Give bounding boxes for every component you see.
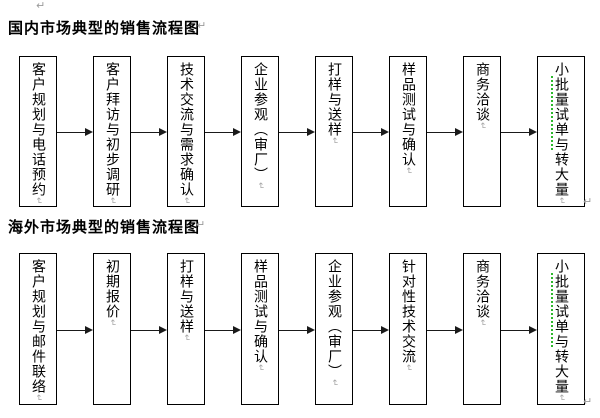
arrow-shaft bbox=[427, 330, 456, 331]
flow-step-box: 针对性技术交流↵ bbox=[389, 253, 427, 405]
flow-arrow bbox=[131, 326, 167, 335]
arrow-shaft bbox=[131, 330, 160, 331]
section-title-overseas: 海外市场典型的销售流程图 bbox=[8, 218, 201, 236]
arrow-shaft bbox=[353, 330, 382, 331]
arrowhead-icon bbox=[307, 326, 315, 334]
flow-step-box: 企业参观（审厂）↵ bbox=[241, 56, 279, 207]
step-text: 样品测试与确认↵ bbox=[252, 259, 268, 372]
flow-arrow bbox=[205, 326, 241, 335]
text-return-mark: ↵ bbox=[556, 197, 566, 205]
text-return-mark: ↵ bbox=[329, 379, 339, 387]
paragraph-mark: ↵ bbox=[583, 395, 593, 408]
arrowhead-icon bbox=[85, 326, 93, 334]
flow-step-box: 商务洽谈↵ bbox=[463, 253, 501, 405]
arrowhead-icon bbox=[85, 128, 93, 136]
text-return-mark: ↵ bbox=[556, 394, 566, 402]
flow-arrow bbox=[353, 326, 389, 335]
arrow-shaft bbox=[501, 132, 530, 133]
step-text: 小批量试单与转大量↵ bbox=[553, 259, 569, 402]
flow-arrow bbox=[501, 326, 537, 335]
flow-arrow bbox=[427, 128, 463, 137]
step-text: 打样与送样↵ bbox=[326, 62, 342, 145]
spellcheck-squiggle bbox=[551, 76, 553, 150]
paragraph-mark: ↵ bbox=[36, 0, 46, 12]
text-return-mark: ↵ bbox=[403, 167, 413, 175]
flow-arrow bbox=[279, 128, 315, 137]
flow-step-box: 企业参观（审厂）↵ bbox=[315, 253, 353, 405]
step-text: 客户规划与邮件联络↵ bbox=[30, 259, 46, 402]
flow-arrow bbox=[57, 326, 93, 335]
step-text: 初期报价↵ bbox=[104, 259, 120, 327]
flow-arrow bbox=[353, 128, 389, 137]
flow-step-box: 样品测试与确认↵ bbox=[389, 56, 427, 207]
arrow-shaft bbox=[353, 132, 382, 133]
arrowhead-icon bbox=[233, 326, 241, 334]
text-return-mark: ↵ bbox=[33, 394, 43, 402]
flow-step-box: 打样与送样↵ bbox=[167, 253, 205, 405]
flow-step-box: 初期报价↵ bbox=[93, 253, 131, 405]
text-return-mark: ↵ bbox=[477, 122, 487, 130]
paragraph-mark: ↵ bbox=[196, 218, 206, 231]
text-return-mark: ↵ bbox=[181, 334, 191, 342]
step-text: 客户规划与电话预约↵ bbox=[30, 62, 46, 205]
flow-step-box: 商务洽谈↵ bbox=[463, 56, 501, 207]
step-text: 企业参观（审厂）↵ bbox=[252, 62, 268, 190]
arrowhead-icon bbox=[159, 128, 167, 136]
spellcheck-squiggle bbox=[551, 273, 553, 347]
arrowhead-icon bbox=[233, 128, 241, 136]
step-text: 打样与送样↵ bbox=[178, 259, 194, 342]
text-return-mark: ↵ bbox=[181, 197, 191, 205]
step-text: 小批量试单与转大量↵ bbox=[553, 62, 569, 205]
arrow-shaft bbox=[427, 132, 456, 133]
arrow-shaft bbox=[57, 132, 86, 133]
flow-step-box: 样品测试与确认↵ bbox=[241, 253, 279, 405]
flow-arrow bbox=[427, 326, 463, 335]
flow-arrow bbox=[279, 326, 315, 335]
step-text: 针对性技术交流↵ bbox=[400, 259, 416, 372]
text-return-mark: ↵ bbox=[329, 137, 339, 145]
paragraph-mark: ↵ bbox=[583, 195, 593, 208]
flow-step-box: 技术交流与需求确认↵ bbox=[167, 56, 205, 207]
flow-step-box: 客户规划与电话预约↵ bbox=[19, 56, 57, 207]
paragraph-mark: ↵ bbox=[197, 19, 207, 32]
text-return-mark: ↵ bbox=[255, 182, 265, 190]
flow-arrow bbox=[205, 128, 241, 137]
flow-step-box: 客户拜访与初步调研↵ bbox=[93, 56, 131, 207]
flow-arrow bbox=[501, 128, 537, 137]
arrowhead-icon bbox=[307, 128, 315, 136]
text-return-mark: ↵ bbox=[107, 197, 117, 205]
arrowhead-icon bbox=[381, 128, 389, 136]
flow-step-box: 客户规划与邮件联络↵ bbox=[19, 253, 57, 405]
flow-step-box: 小批量试单与转大量↵ bbox=[537, 56, 585, 207]
arrow-shaft bbox=[501, 330, 530, 331]
arrowhead-icon bbox=[529, 128, 537, 136]
text-return-mark: ↵ bbox=[107, 319, 117, 327]
arrow-shaft bbox=[279, 132, 308, 133]
arrowhead-icon bbox=[529, 326, 537, 334]
text-return-mark: ↵ bbox=[477, 319, 487, 327]
arrowhead-icon bbox=[455, 128, 463, 136]
text-return-mark: ↵ bbox=[403, 364, 413, 372]
arrow-shaft bbox=[279, 330, 308, 331]
flow-step-box: 打样与送样↵ bbox=[315, 56, 353, 207]
step-text: 客户拜访与初步调研↵ bbox=[104, 62, 120, 205]
step-text: 样品测试与确认↵ bbox=[400, 62, 416, 175]
step-text: 商务洽谈↵ bbox=[474, 62, 490, 130]
flow-arrow bbox=[57, 128, 93, 137]
text-return-mark: ↵ bbox=[255, 364, 265, 372]
step-text: 技术交流与需求确认↵ bbox=[178, 62, 194, 205]
flow-arrow bbox=[131, 128, 167, 137]
arrowhead-icon bbox=[159, 326, 167, 334]
arrowhead-icon bbox=[381, 326, 389, 334]
arrow-shaft bbox=[205, 132, 234, 133]
step-text: 企业参观（审厂）↵ bbox=[326, 259, 342, 387]
text-return-mark: ↵ bbox=[33, 197, 43, 205]
arrowhead-icon bbox=[455, 326, 463, 334]
arrow-shaft bbox=[57, 330, 86, 331]
section-title-domestic: 国内市场典型的销售流程图 bbox=[8, 19, 201, 37]
arrow-shaft bbox=[205, 330, 234, 331]
flow-step-box: 小批量试单与转大量↵ bbox=[537, 253, 585, 405]
step-text: 商务洽谈↵ bbox=[474, 259, 490, 327]
arrow-shaft bbox=[131, 132, 160, 133]
